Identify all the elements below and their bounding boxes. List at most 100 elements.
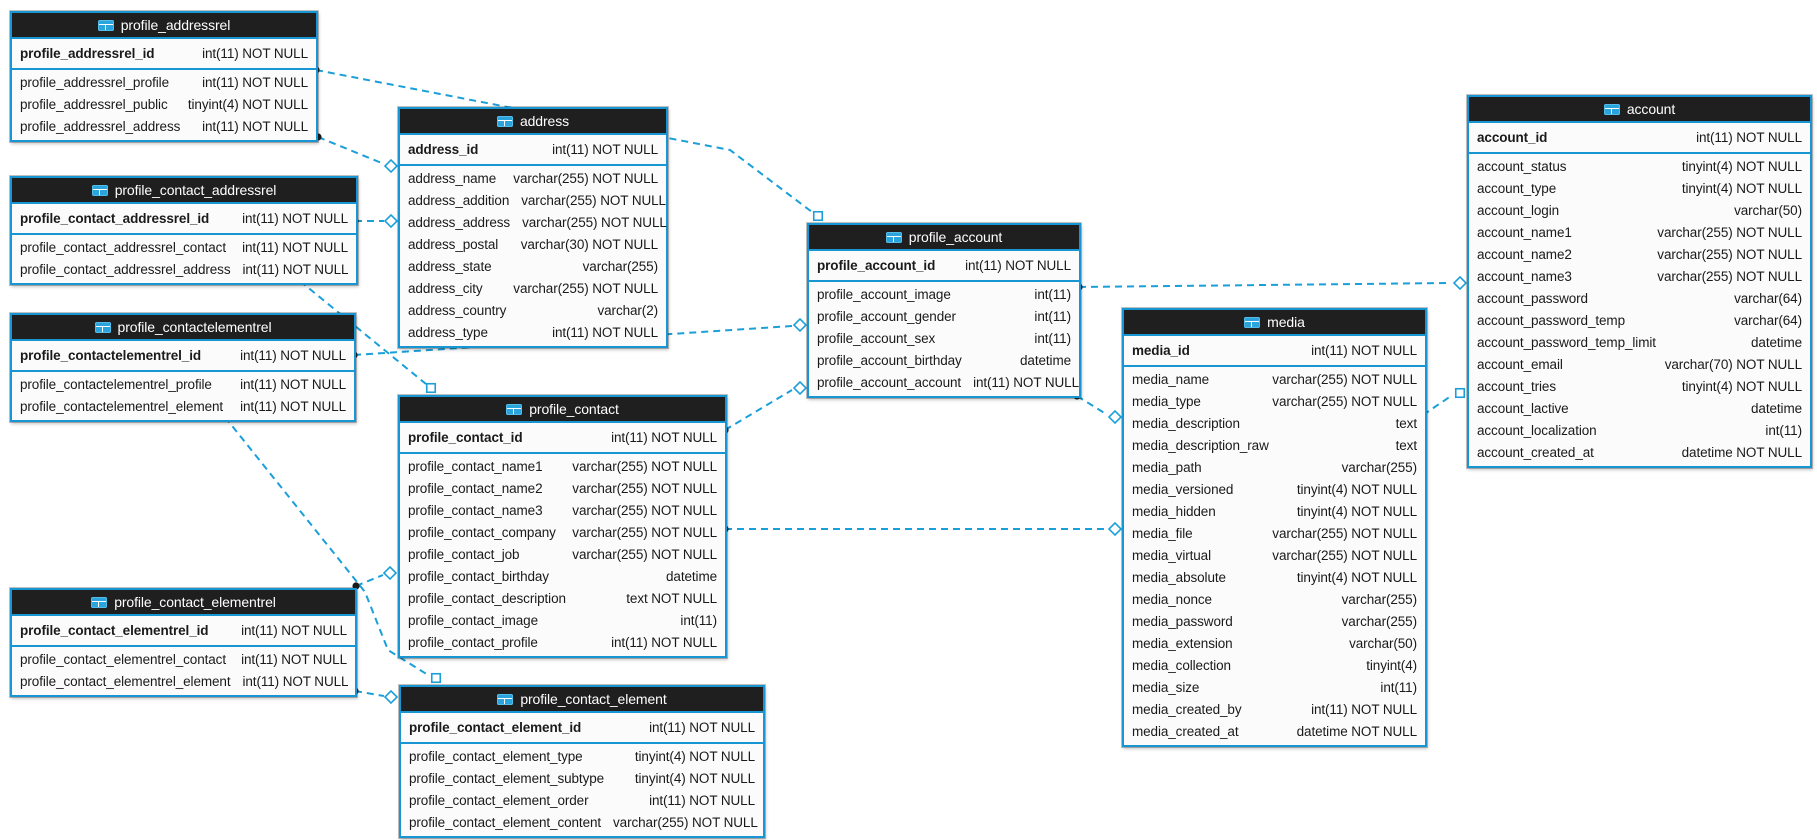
table-header[interactable]: address (400, 109, 666, 135)
relationship-line-profile_contact_elementrel-profile_contact[interactable] (355, 574, 384, 587)
table-header[interactable]: profile_addressrel (12, 13, 316, 39)
relationship-line-profile_addressrel-profile_account[interactable] (315, 69, 813, 213)
relationship-line-profile_contactelementrel-profile_contact_element[interactable] (224, 416, 429, 676)
relationship-line-media-account[interactable] (1422, 395, 1452, 416)
table-header[interactable]: profile_contact_addressrel (12, 178, 356, 204)
relationship-line-profile_account-media[interactable] (1076, 395, 1107, 415)
table-header[interactable]: media (1124, 310, 1425, 336)
table-header[interactable]: profile_account (809, 225, 1079, 251)
table-header[interactable]: profile_contactelementrel (12, 315, 354, 341)
relationship-line-profile_contact_elementrel-profile_contact_element[interactable] (354, 690, 385, 697)
table-header[interactable]: profile_contact_element (401, 687, 763, 713)
table-header[interactable]: profile_contact_elementrel (12, 590, 355, 616)
table-profile_contact_addressrel[interactable]: profile_contact_addressrel profile_contac… (10, 176, 358, 285)
relationship-line-profile_contact-profile_account[interactable] (724, 389, 793, 431)
relationship-line-profile_addressrel-address[interactable] (317, 136, 385, 165)
table-header[interactable]: account (1469, 97, 1810, 123)
relationship-line-profile_contact_addressrel-profile_contact[interactable] (299, 280, 427, 385)
table-header[interactable]: profile_contact (400, 397, 725, 423)
